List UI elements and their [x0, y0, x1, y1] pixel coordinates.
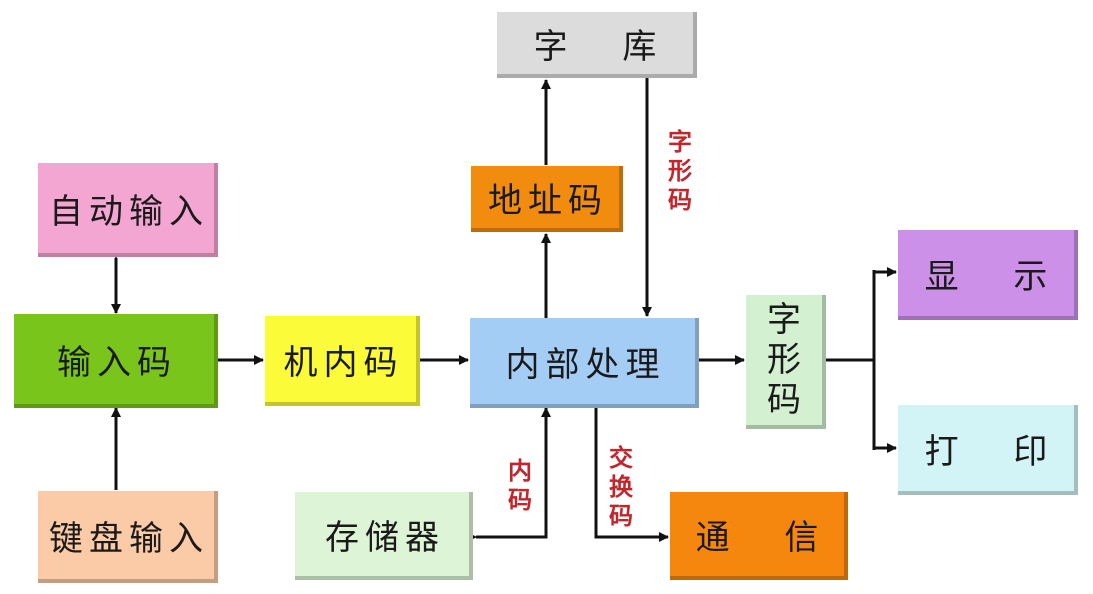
- box-cunchu-label: 存储器: [325, 517, 445, 558]
- box-tongxin: 通 信: [670, 492, 848, 580]
- box-ziku: 字 库: [497, 12, 697, 78]
- box-jineima-label: 机内码: [283, 342, 404, 383]
- box-neibu: 内部处理: [470, 318, 699, 408]
- box-tongxin-label: 通 信: [695, 517, 841, 558]
- box-zidong: 自动输入: [38, 163, 218, 257]
- box-dayin: 打 印: [898, 405, 1078, 495]
- box-dayin-label: 打 印: [924, 431, 1070, 472]
- box-zixingma-label: 字形码: [767, 300, 801, 420]
- box-jianpan: 键盘输入: [38, 491, 218, 583]
- box-shurumA: 输入码: [14, 314, 218, 408]
- edge-label-jiaohuanma: 交换码: [609, 443, 633, 530]
- edge-label-neima: 内码: [508, 456, 532, 514]
- edge-label-zixingma: 字形码: [668, 127, 692, 214]
- box-cunchu: 存储器: [295, 492, 473, 580]
- arrow-cunchu-neibu: [467, 407, 551, 542]
- box-dizhima: 地址码: [471, 166, 623, 232]
- box-shurumA-label: 输入码: [57, 342, 177, 383]
- box-zidong-label: 自动输入: [49, 191, 209, 232]
- box-jineima: 机内码: [265, 316, 420, 406]
- box-jianpan-label: 键盘输入: [49, 518, 209, 559]
- arrow-neibu-tongxin: [591, 399, 669, 542]
- box-zixingma: 字形码: [746, 295, 826, 429]
- box-xianshi: 显 示: [898, 230, 1078, 320]
- box-xianshi-label: 显 示: [924, 256, 1070, 297]
- box-ziku-label: 字 库: [533, 26, 679, 67]
- box-dizhima-label: 地址码: [488, 180, 608, 221]
- box-neibu-label: 内部处理: [505, 344, 666, 385]
